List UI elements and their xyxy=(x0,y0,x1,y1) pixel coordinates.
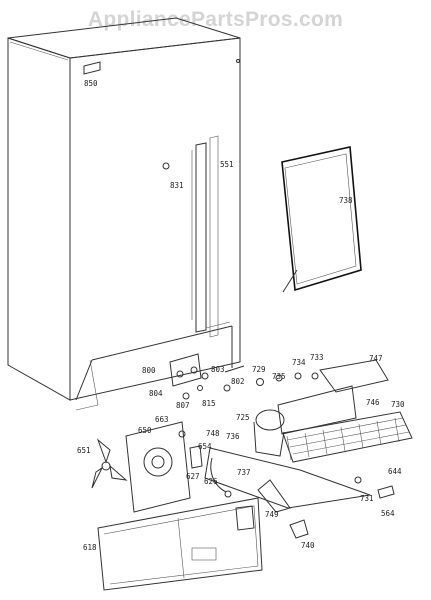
callout-730: 730 xyxy=(391,400,405,409)
compressor-746 xyxy=(253,359,389,457)
callout-650: 650 xyxy=(138,426,152,435)
condenser-coil-730 xyxy=(282,411,413,463)
base-plate xyxy=(204,447,395,539)
callout-618: 618 xyxy=(83,543,97,552)
callout-644: 644 xyxy=(388,467,402,476)
fan-motor-650 xyxy=(125,421,203,513)
callout-736: 736 xyxy=(226,432,240,441)
refrigerator-cabinet xyxy=(7,17,245,411)
callout-731: 731 xyxy=(360,494,374,503)
callout-831: 831 xyxy=(170,181,184,190)
fan-blade-651 xyxy=(91,438,128,489)
callout-746: 746 xyxy=(366,398,380,407)
callout-735: 735 xyxy=(272,372,286,381)
callout-626: 626 xyxy=(204,477,218,486)
callout-564: 564 xyxy=(381,509,395,518)
frame-738 xyxy=(281,146,362,293)
callout-815: 815 xyxy=(202,399,216,408)
callout-733: 733 xyxy=(310,353,324,362)
callout-740: 740 xyxy=(301,541,315,550)
bracket-800 xyxy=(169,353,231,400)
callout-749: 749 xyxy=(265,510,279,519)
callout-738: 738 xyxy=(339,196,353,205)
callout-802: 802 xyxy=(231,377,245,386)
panel-618 xyxy=(97,497,263,591)
callout-627: 627 xyxy=(186,472,200,481)
callout-747: 747 xyxy=(369,354,383,363)
callout-737: 737 xyxy=(237,468,251,477)
callout-850: 850 xyxy=(84,79,98,88)
callout-803: 803 xyxy=(211,365,225,374)
callout-804: 804 xyxy=(149,389,163,398)
callout-748: 748 xyxy=(206,429,220,438)
callout-663: 663 xyxy=(155,415,169,424)
callout-734: 734 xyxy=(292,358,306,367)
callout-551: 551 xyxy=(220,160,234,169)
callout-800: 800 xyxy=(142,366,156,375)
callout-651: 651 xyxy=(77,446,91,455)
callout-725: 725 xyxy=(236,413,250,422)
hose-626 xyxy=(210,457,232,498)
callout-729: 729 xyxy=(252,365,266,374)
callout-654: 654 xyxy=(198,442,212,451)
callout-807: 807 xyxy=(176,401,190,410)
